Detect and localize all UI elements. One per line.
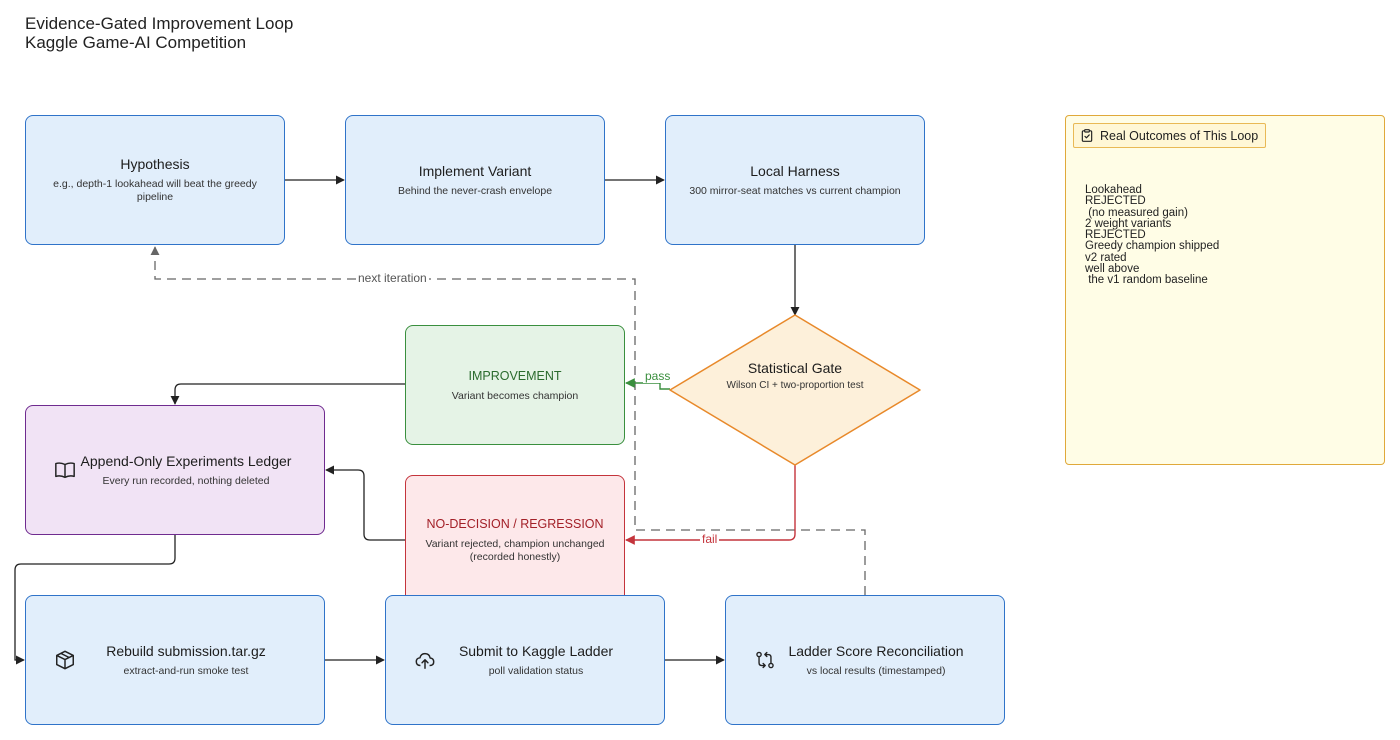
hypothesis-subtitle: e.g., depth-1 lookahead will beat the gr… (53, 178, 257, 203)
outcome-line: well above (1085, 263, 1140, 276)
outcome-line: Greedy champion shipped (1085, 240, 1220, 253)
rebuild-submission-node[interactable]: Rebuild submission.tar.gz extract-and-ru… (25, 595, 325, 725)
outcome-line: v2 rated (1085, 251, 1127, 264)
title-line-2: Kaggle Game-AI Competition (25, 33, 247, 52)
statistical-gate-subtitle: Wilson CI + two-proportion test (726, 380, 864, 391)
outcomes-list: Lookahead REJECTED (no measured gain) 2 … (1085, 184, 1220, 287)
local-harness-title: Local Harness (750, 162, 840, 179)
outcomes-title: Real Outcomes of This Loop (1100, 128, 1259, 143)
statistical-gate-shape (669, 314, 921, 466)
rebuild-submission-title: Rebuild submission.tar.gz (106, 642, 266, 659)
hypothesis-node[interactable]: Hypothesis e.g., depth-1 lookahead will … (25, 115, 285, 245)
fail-label: fail (700, 532, 720, 546)
outcomes-panel: Real Outcomes of This Loop Lookahead REJ… (1065, 115, 1385, 465)
ladder-reconciliation-title: Ladder Score Reconciliation (788, 642, 964, 659)
fail-arrow (625, 465, 796, 545)
statistical-gate-title: Statistical Gate (747, 360, 843, 376)
experiments-ledger-node[interactable]: Append-Only Experiments Ledger Every run… (25, 405, 325, 535)
improvement-subtitle: Variant becomes champion (451, 389, 579, 402)
submit-kaggle-subtitle: poll validation status (488, 664, 584, 677)
next-iteration-arrow (150, 246, 866, 595)
improvement-title: IMPROVEMENT (468, 368, 562, 383)
open-book-icon (55, 462, 75, 479)
regression-title: NO-DECISION / REGRESSION (426, 517, 604, 531)
outcome-line: (no measured gain) (1085, 206, 1188, 219)
package-icon (56, 650, 74, 670)
ledger-to-rebuild-arrow (14, 535, 176, 665)
title-line-1: Evidence-Gated Improvement Loop (25, 14, 294, 33)
improvement-node[interactable]: IMPROVEMENT Variant becomes champion (405, 325, 625, 445)
clipboard-icon (1081, 129, 1093, 142)
regression-to-ledger-arrow (325, 465, 405, 541)
outcome-line: Lookahead (1085, 184, 1142, 196)
experiments-ledger-subtitle: Every run recorded, nothing deleted (102, 474, 270, 487)
git-compare-icon (756, 651, 774, 669)
implement-variant-node[interactable]: Implement Variant Behind the never-crash… (345, 115, 605, 245)
outcome-line: 2 weight variants (1085, 217, 1172, 230)
experiments-ledger-title: Append-Only Experiments Ledger (80, 452, 292, 469)
outcome-line: REJECTED (1085, 195, 1146, 208)
rebuild-submission-subtitle: extract-and-run smoke test (123, 664, 249, 677)
statistical-gate-node[interactable]: Statistical Gate Wilson CI + two-proport… (690, 360, 900, 391)
cloud-upload-icon (415, 652, 435, 669)
implement-variant-subtitle: Behind the never-crash envelope (397, 184, 553, 197)
ladder-reconciliation-node[interactable]: Ladder Score Reconciliation vs local res… (725, 595, 1005, 725)
local-harness-subtitle: 300 mirror-seat matches vs current champ… (689, 184, 901, 197)
submit-kaggle-title: Submit to Kaggle Ladder (458, 642, 614, 659)
submit-kaggle-node[interactable]: Submit to Kaggle Ladder poll validation … (385, 595, 665, 725)
local-harness-node[interactable]: Local Harness 300 mirror-seat matches vs… (665, 115, 925, 245)
improvement-to-ledger-arrow (170, 383, 405, 405)
regression-node[interactable]: NO-DECISION / REGRESSION Variant rejecte… (405, 475, 625, 605)
implement-variant-title: Implement Variant (418, 162, 532, 179)
outcome-line: the v1 random baseline (1085, 274, 1208, 287)
regression-subtitle: Variant rejected, champion unchanged (re… (425, 538, 605, 563)
pass-arrow (625, 378, 670, 390)
hypothesis-title: Hypothesis (120, 156, 190, 172)
pass-label: pass (643, 369, 673, 383)
outcome-line: REJECTED (1085, 229, 1146, 242)
outcomes-header: Real Outcomes of This Loop (1073, 123, 1267, 148)
next-iteration-label: next iteration (356, 271, 429, 285)
ladder-reconciliation-subtitle: vs local results (timestamped) (806, 664, 946, 677)
diagram-title: Evidence-Gated Improvement Loop Kaggle G… (25, 14, 293, 52)
